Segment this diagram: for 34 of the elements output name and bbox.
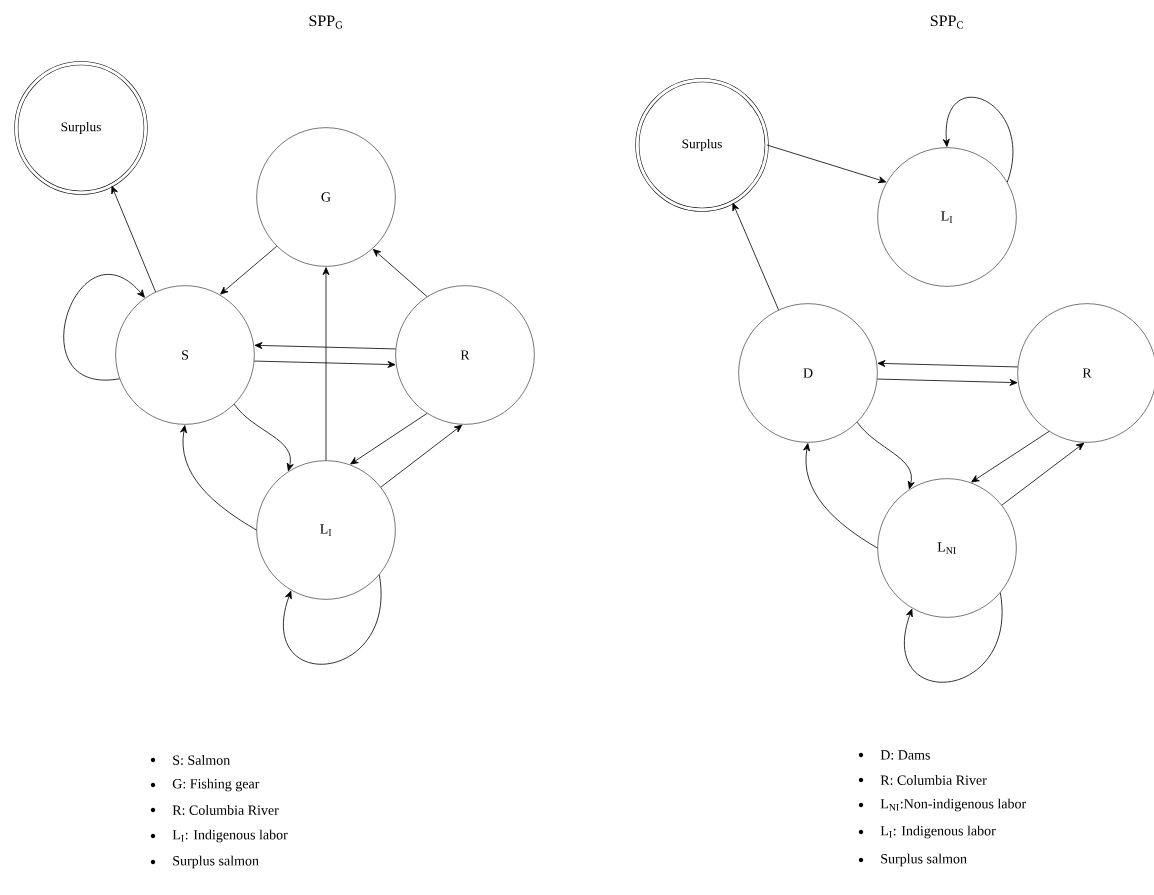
panel-label: SPP$_{G}$ [309, 15, 343, 29]
arrow [856, 421, 915, 490]
arrow [876, 378, 1018, 386]
loop-arrow [283, 574, 382, 665]
list-item: L$_{NI}$:Non-indigenous labor [880, 798, 1027, 812]
arrow [372, 249, 428, 297]
list-item: L$_{I}$: Indigenous labor [880, 825, 996, 839]
panel-label: SPP$_{C}$ [930, 15, 963, 29]
arrow [380, 424, 463, 488]
loop-arrow [63, 274, 145, 380]
arrow [350, 412, 428, 465]
list-item: Surplus salmon [173, 855, 259, 869]
arrow [971, 430, 1050, 483]
list-item: R: Columbia River [172, 805, 279, 815]
arrow [766, 144, 887, 184]
arrow [1001, 442, 1085, 506]
arrow [322, 267, 330, 461]
arrow [220, 245, 278, 295]
list-item: Surplus salmon [881, 853, 967, 867]
loop-arrow [904, 592, 1003, 683]
arrow [254, 342, 397, 350]
loop-arrow [942, 97, 1014, 183]
arrow [877, 360, 1019, 368]
list-item: S: Salmon [173, 755, 230, 765]
list-item: L$_{I}$: Indigenous labor [172, 829, 288, 843]
arrow [180, 425, 257, 531]
list-item: R: Columbia River [880, 775, 987, 785]
list-item: D: Dams [880, 750, 930, 760]
arrow [253, 360, 396, 368]
arrow [803, 443, 878, 549]
arrow [233, 403, 294, 472]
list-item: G: Fishing gear [172, 778, 260, 792]
arrow [732, 202, 779, 311]
arrow [111, 185, 156, 293]
